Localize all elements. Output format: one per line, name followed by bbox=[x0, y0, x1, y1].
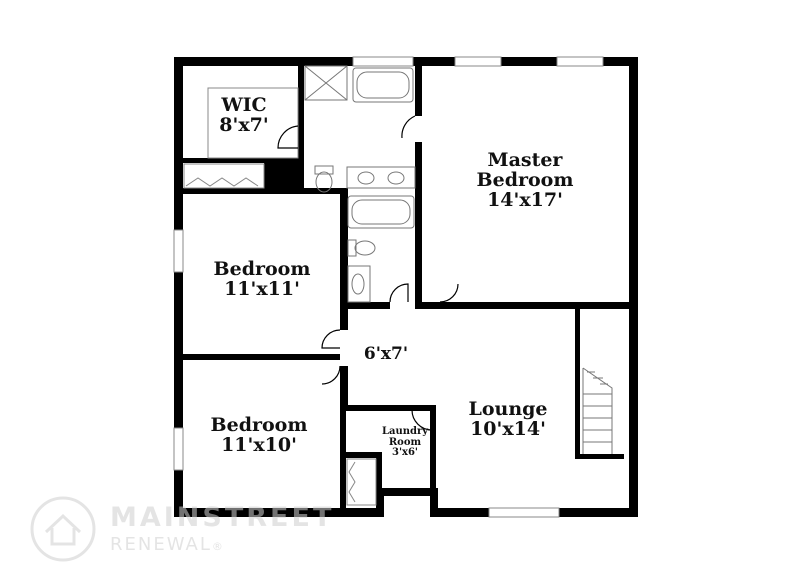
room-label-lounge: Lounge 10'x14' bbox=[453, 398, 563, 440]
trademark-symbol: ® bbox=[211, 540, 225, 553]
room-name: WIC bbox=[221, 94, 267, 116]
room-dimensions: 11'x11' bbox=[224, 277, 300, 300]
room-name: Lounge bbox=[468, 398, 548, 420]
watermark-line1: MAINSTREET bbox=[110, 502, 335, 533]
interior-walls bbox=[183, 66, 630, 508]
watermark-line2: RENEWAL® bbox=[110, 534, 225, 555]
room-name: Laundry bbox=[381, 426, 429, 437]
bathroom-fixtures bbox=[304, 65, 416, 303]
room-name: Master bbox=[487, 149, 563, 171]
watermark-text: RENEWAL bbox=[110, 534, 212, 555]
room-dimensions: 3'x6' bbox=[391, 447, 418, 458]
room-label-laundry: Laundry Room 3'x6' bbox=[380, 426, 430, 459]
house-logo-icon bbox=[30, 496, 96, 562]
room-dimensions: 11'x10' bbox=[221, 433, 297, 456]
closets bbox=[183, 87, 377, 506]
doors bbox=[277, 115, 459, 431]
room-name: Bedroom bbox=[210, 414, 308, 436]
room-label-bedroom-upper: Bedroom 11'x11' bbox=[202, 258, 322, 300]
room-dimensions: 8'x7' bbox=[219, 113, 269, 136]
room-dimensions: 14'x17' bbox=[487, 188, 563, 211]
room-label-bedroom-lower: Bedroom 11'x10' bbox=[199, 414, 319, 456]
room-dimensions: 10'x14' bbox=[470, 417, 546, 440]
room-name: Bedroom bbox=[213, 258, 311, 280]
room-label-master-bedroom: Master Bedroom 14'x17' bbox=[460, 149, 590, 211]
room-name: Room bbox=[388, 436, 422, 448]
room-label-wic: WIC 8'x7' bbox=[214, 94, 274, 136]
room-name: Bedroom bbox=[476, 168, 574, 191]
room-label-hall: 6'x7' bbox=[356, 344, 416, 364]
watermark-logo: MAINSTREET RENEWAL® bbox=[28, 494, 331, 564]
room-dimensions: 6'x7' bbox=[363, 344, 409, 364]
stairs bbox=[582, 367, 613, 454]
windows bbox=[173, 56, 604, 518]
